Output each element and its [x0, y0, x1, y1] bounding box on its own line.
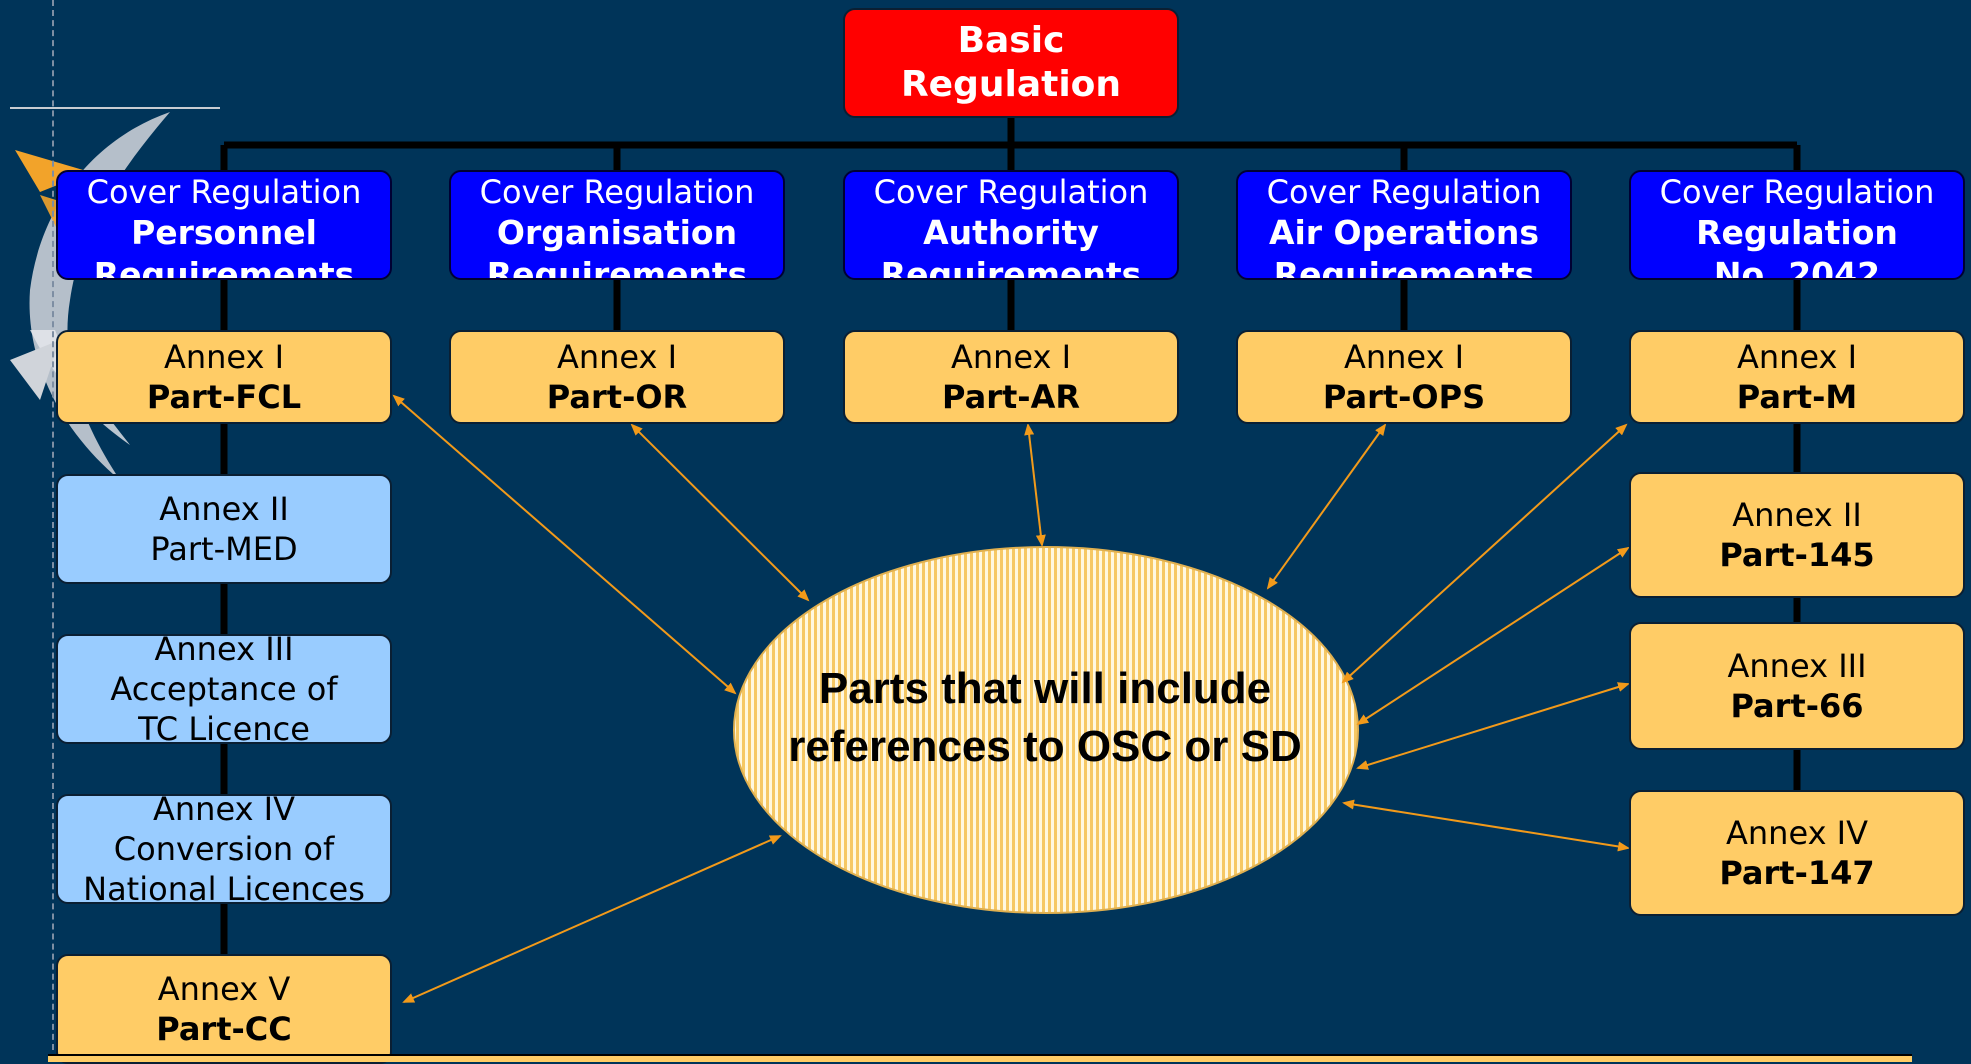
annex-national-licences: Annex IV Conversion of National Licences — [56, 794, 392, 904]
annex-cc-label: Annex V — [157, 970, 291, 1008]
cover-organisation-line-1: Cover Regulation — [479, 173, 755, 211]
arrow-66 — [1356, 682, 1630, 770]
arrow-m — [1341, 423, 1628, 684]
arrow-ops — [1266, 423, 1387, 590]
cover-air-operations-line-1: Cover Regulation — [1266, 173, 1542, 211]
arrow-147 — [1342, 799, 1630, 852]
annex-tc-line-2: Acceptance of — [110, 670, 338, 708]
arrow-or — [630, 423, 810, 602]
cover-personnel-box: Cover Regulation Personnel Requirements — [56, 170, 392, 280]
annex-part-147: Annex IV Part-147 — [1629, 790, 1965, 916]
annex-part-fcl: Annex I Part-FCL — [56, 330, 392, 424]
annex-cc-part: Part-CC — [156, 1010, 292, 1048]
annex-med-label: Annex II — [159, 490, 289, 528]
annex-conv-line-3: National Licences — [83, 870, 365, 904]
cover-authority-line-2: Authority — [923, 213, 1099, 252]
left-guide-line — [52, 0, 54, 1060]
cover-organisation-line-2: Organisation — [496, 213, 738, 252]
annex-part-145: Annex II Part-145 — [1629, 472, 1965, 598]
cover-2042-line-2: Regulation — [1696, 213, 1898, 252]
cover-organisation-line-3: Requirements — [486, 255, 748, 280]
ellipse-line-1: Parts that will include — [818, 664, 1272, 713]
basic-regulation-box: Basic Regulation — [843, 8, 1179, 118]
cover-authority-line-1: Cover Regulation — [873, 173, 1149, 211]
annex-145-label: Annex II — [1732, 496, 1862, 534]
annex-part-cc: Annex V Part-CC — [56, 954, 392, 1064]
ellipse-label: Parts that will include references to OS… — [730, 660, 1360, 776]
annex-part-or: Annex I Part-OR — [449, 330, 785, 424]
annex-part-med: Annex II Part-MED — [56, 474, 392, 584]
annex-conv-line-2: Conversion of — [113, 830, 335, 868]
annex-part-m: Annex I Part-M — [1629, 330, 1965, 424]
cover-organisation-box: Cover Regulation Organisation Requiremen… — [449, 170, 785, 280]
annex-m-part: Part-M — [1736, 378, 1858, 416]
annex-66-label: Annex III — [1727, 647, 1867, 685]
cover-2042-line-3: No. 2042 — [1713, 255, 1881, 280]
annex-tc-label: Annex III — [154, 634, 294, 668]
arrow-cc — [402, 835, 782, 1003]
ellipse-line-2: references to OSC or SD — [788, 722, 1302, 771]
annex-147-part: Part-147 — [1719, 854, 1875, 892]
annex-part-ar: Annex I Part-AR — [843, 330, 1179, 424]
annex-ar-part: Part-AR — [942, 378, 1080, 416]
annex-fcl-label: Annex I — [163, 338, 285, 376]
annex-m-label: Annex I — [1736, 338, 1858, 376]
annex-conv-label: Annex IV — [152, 794, 295, 828]
arrow-fcl — [392, 394, 737, 695]
annex-ops-label: Annex I — [1343, 338, 1465, 376]
cover-air-operations-line-3: Requirements — [1273, 255, 1535, 280]
annex-ops-part: Part-OPS — [1322, 378, 1486, 416]
annex-or-part: Part-OR — [546, 378, 688, 416]
annex-66-part: Part-66 — [1730, 687, 1864, 725]
annex-fcl-part: Part-FCL — [146, 378, 302, 416]
cover-authority-line-3: Requirements — [880, 255, 1142, 280]
annex-part-66: Annex III Part-66 — [1629, 622, 1965, 750]
cover-personnel-line-3: Requirements — [93, 255, 355, 280]
cover-air-operations-line-2: Air Operations — [1268, 213, 1540, 252]
basic-line-1: Basic — [957, 20, 1065, 61]
arrow-ar — [1024, 423, 1046, 547]
cover-personnel-line-1: Cover Regulation — [86, 173, 362, 211]
cover-personnel-line-2: Personnel — [131, 213, 317, 252]
cover-air-operations-box: Cover Regulation Air Operations Requirem… — [1236, 170, 1572, 280]
annex-part-ops: Annex I Part-OPS — [1236, 330, 1572, 424]
annex-or-label: Annex I — [556, 338, 678, 376]
annex-tc-licence: Annex III Acceptance of TC Licence — [56, 634, 392, 744]
annex-ar-label: Annex I — [950, 338, 1072, 376]
annex-med-part: Part-MED — [150, 530, 298, 568]
annex-tc-line-3: TC Licence — [138, 710, 310, 744]
annex-145-part: Part-145 — [1719, 536, 1875, 574]
cover-authority-box: Cover Regulation Authority Requirements — [843, 170, 1179, 280]
annex-147-label: Annex IV — [1725, 814, 1868, 852]
basic-line-2: Regulation — [900, 64, 1122, 105]
cover-2042-box: Cover Regulation Regulation No. 2042 — [1629, 170, 1965, 280]
cover-2042-line-1: Cover Regulation — [1659, 173, 1935, 211]
footer-bar — [48, 1054, 1912, 1062]
